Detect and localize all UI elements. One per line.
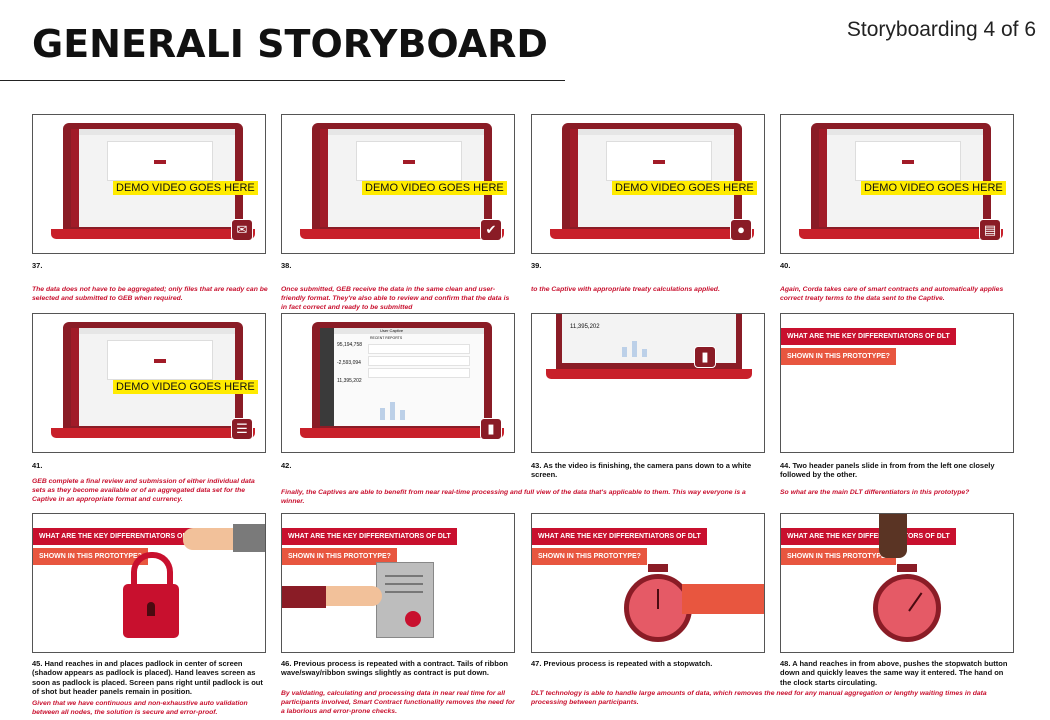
frame-43[interactable]: 11,395,202 ▮ [531,313,765,453]
frame-44[interactable]: WHAT ARE THE KEY DIFFERENTIATORS OF DLT … [780,313,1014,453]
demo-video-label: DEMO VIDEO GOES HERE [861,181,1006,195]
header-panel-2: SHOWN IN THIS PROTOTYPE? [33,548,148,565]
frame-41[interactable]: DEMO VIDEO GOES HERE ☰ [32,313,266,453]
frame-40[interactable]: DEMO VIDEO GOES HERE ▤ [780,114,1014,254]
frame-note: Given that we have continuous and non-ex… [32,700,248,716]
frame-note: Again, Corda takes care of smart contrac… [780,286,1004,302]
page-title: GENERALI STORYBOARD [32,22,548,66]
header-panel-2: SHOWN IN THIS PROTOTYPE? [282,548,397,565]
stopwatch-icon [624,574,692,642]
frame-number: 38. [281,261,292,270]
frame-46[interactable]: WHAT ARE THE KEY DIFFERENTIATORS OF DLT … [281,513,515,653]
frame-note: The data does not have to be aggregated;… [32,286,268,302]
frame-note: to the Captive with appropriate treaty c… [531,286,720,293]
frame-38[interactable]: DEMO VIDEO GOES HERE ✔ [281,114,515,254]
dashboard-stat: -2,593,094 [337,360,361,366]
frame-note: By validating, calculating and processin… [281,690,515,715]
stopwatch-icon [873,574,941,642]
stopwatch-button [897,564,917,572]
bar-chart-icon: ▮ [480,418,502,440]
laptop-mockup: DEMO VIDEO GOES HERE [799,123,1006,239]
frame-number: 47. Previous process is repeated with a … [531,659,713,668]
header-panel-1: WHAT ARE THE KEY DIFFERENTIATORS OF DLT [781,528,956,545]
header-panel-2: SHOWN IN THIS PROTOTYPE? [781,348,896,365]
header-panel-1: WHAT ARE THE KEY DIFFERENTIATORS OF DLT [282,528,457,545]
padlock-shackle [131,552,173,594]
stopwatch-button [648,564,668,572]
hand-icon [322,586,382,606]
frame-note: Finally, the Captives are able to benefi… [281,489,746,505]
sleeve [282,586,326,608]
demo-video-label: DEMO VIDEO GOES HERE [612,181,757,195]
laptop-mockup: DEMO VIDEO GOES HERE [51,123,258,239]
user-icon: ● [730,219,752,241]
dashboard-stat: 11,395,202 [337,378,362,384]
frame-47[interactable]: WHAT ARE THE KEY DIFFERENTIATORS OF DLT … [531,513,765,653]
header-panel-1: WHAT ARE THE KEY DIFFERENTIATORS OF DLT [781,328,956,345]
dashboard-title: User Captive [380,328,404,333]
envelope-icon: ✉ [231,219,253,241]
frame-number: 37. [32,261,43,270]
frame-number: 39. [531,261,542,270]
header-panel-1: WHAT ARE THE KEY DIFFERENTIATORS OF DLT [532,528,707,545]
frame-39[interactable]: DEMO VIDEO GOES HERE ● [531,114,765,254]
frame-number: 48. A hand reaches in from above, pushes… [780,659,1008,687]
laptop-mockup: DEMO VIDEO GOES HERE [550,123,757,239]
check-circle-icon: ✔ [480,219,502,241]
header-panel-1: WHAT ARE THE KEY DIFFERENTIATORS OF DLT [33,528,208,545]
frame-note: Once submitted, GEB receive the data in … [281,286,510,311]
laptop-mockup: DEMO VIDEO GOES HERE [300,123,507,239]
frame-number: 45. Hand reaches in and places padlock i… [32,659,263,697]
contract-icon: ▤ [979,219,1001,241]
demo-video-label: DEMO VIDEO GOES HERE [113,380,258,394]
demo-video-label: DEMO VIDEO GOES HERE [362,181,507,195]
frame-number: 42. [281,461,292,470]
frame-number: 44. Two header panels slide in from from… [780,461,995,480]
dashboard-section: RECENT REPORTS [370,336,403,340]
hand-icon [879,514,907,558]
laptop-pan-down: 11,395,202 [546,314,752,379]
demo-video-label: DEMO VIDEO GOES HERE [113,181,258,195]
header-panel-2: SHOWN IN THIS PROTOTYPE? [532,548,647,565]
frame-number: 40. [780,261,791,270]
contract-ribbon-icon [376,562,434,638]
laptop-dashboard: User Captive 95,194,758 -2,593,094 11,39… [300,322,504,438]
clipboard-icon: ☰ [231,418,253,440]
laptop-mockup: DEMO VIDEO GOES HERE [51,322,258,438]
sleeve [233,524,265,552]
dashboard-stat: 95,194,758 [337,342,363,348]
frame-48[interactable]: WHAT ARE THE KEY DIFFERENTIATORS OF DLT … [780,513,1014,653]
frame-number: 41. [32,461,43,470]
page-number: Storyboarding 4 of 6 [846,18,1036,41]
frame-note: GEB complete a final review and submissi… [32,478,255,503]
frame-42[interactable]: User Captive 95,194,758 -2,593,094 11,39… [281,313,515,453]
bar-chart-icon: ▮ [694,346,716,368]
frame-45[interactable]: WHAT ARE THE KEY DIFFERENTIATORS OF DLT … [32,513,266,653]
frame-37[interactable]: DEMO VIDEO GOES HERE ✉ [32,114,266,254]
hand-icon [682,584,764,614]
header-panel-2: SHOWN IN THIS PROTOTYPE? [781,548,896,565]
frame-number: 46. Previous process is repeated with a … [281,659,509,678]
title-divider [0,80,565,81]
dashboard-stat: 11,395,202 [570,324,600,330]
frame-note: DLT technology is able to handle large a… [531,690,987,706]
frame-note: So what are the main DLT differentiators… [780,489,970,496]
frame-number: 43. As the video is finishing, the camer… [531,461,752,480]
